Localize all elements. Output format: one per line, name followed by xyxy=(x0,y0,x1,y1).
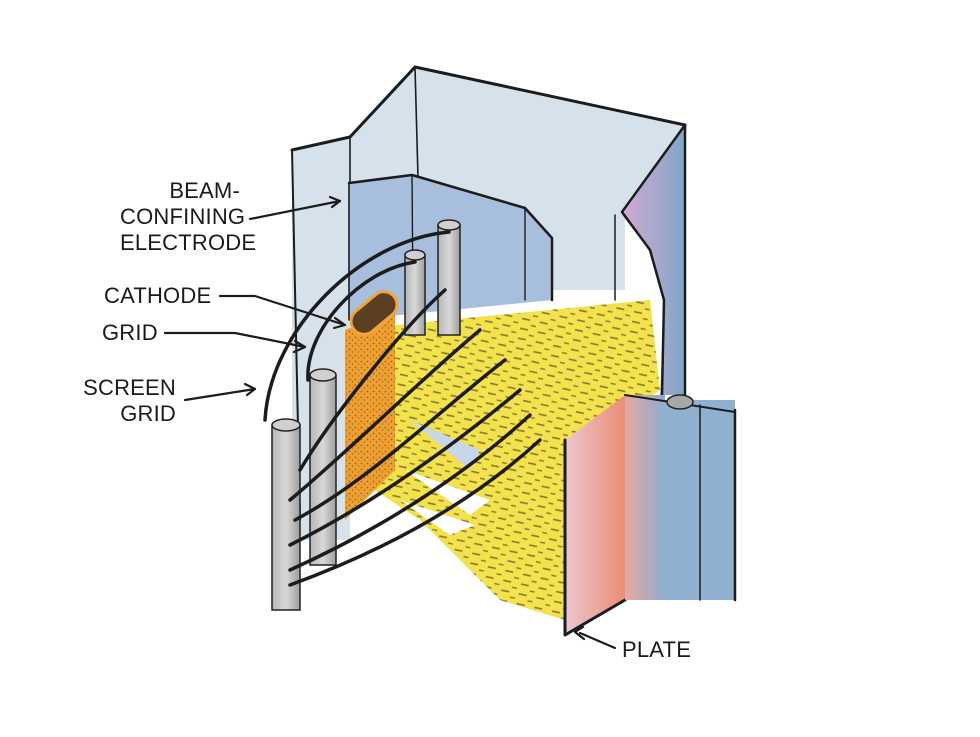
label-line: CONFINING xyxy=(120,204,246,229)
label-line: PLATE xyxy=(622,637,692,662)
arrow-grid xyxy=(163,331,307,354)
label-line: GRID xyxy=(102,320,158,345)
label-beam-confining-electrode: BEAM- CONFINING ELECTRODE xyxy=(120,178,257,256)
label-cathode: CATHODE xyxy=(104,283,211,309)
leader-lines xyxy=(163,195,617,650)
label-screen-grid: SCREEN GRID xyxy=(80,375,176,427)
label-line: SCREEN xyxy=(83,375,176,400)
label-grid: GRID xyxy=(102,320,158,346)
arrow-screen-grid xyxy=(183,382,257,402)
label-plate: PLATE xyxy=(622,637,691,663)
arrow-cathode xyxy=(218,294,347,330)
label-line: ELECTRODE xyxy=(120,230,257,255)
cathode xyxy=(345,290,399,520)
label-line: CATHODE xyxy=(104,283,212,308)
label-line: GRID xyxy=(120,401,176,426)
arrow-plate xyxy=(573,625,617,650)
grid-windings xyxy=(263,230,542,587)
label-line: BEAM- xyxy=(169,178,240,203)
arrow-beam-confining xyxy=(248,195,342,221)
plate xyxy=(563,394,737,637)
